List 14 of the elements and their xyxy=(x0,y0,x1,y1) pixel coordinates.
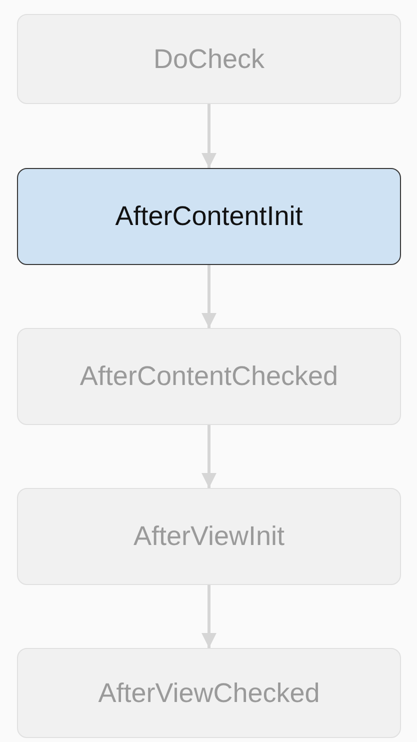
arrow xyxy=(202,425,216,488)
hook-box xyxy=(17,14,401,104)
arrow xyxy=(202,265,216,328)
hook-box xyxy=(17,648,401,738)
hook-name: AfterViewInit xyxy=(133,521,285,552)
hook-name: AfterContentChecked xyxy=(80,361,338,392)
hook-box xyxy=(17,328,401,425)
hook-name: DoCheck xyxy=(153,44,265,74)
hook-name: AfterContentInit xyxy=(115,201,303,232)
hook-box xyxy=(17,168,401,265)
arrow xyxy=(202,585,216,648)
arrow xyxy=(202,104,216,168)
hook-name: AfterViewChecked xyxy=(98,678,320,708)
hook-box xyxy=(17,488,401,585)
